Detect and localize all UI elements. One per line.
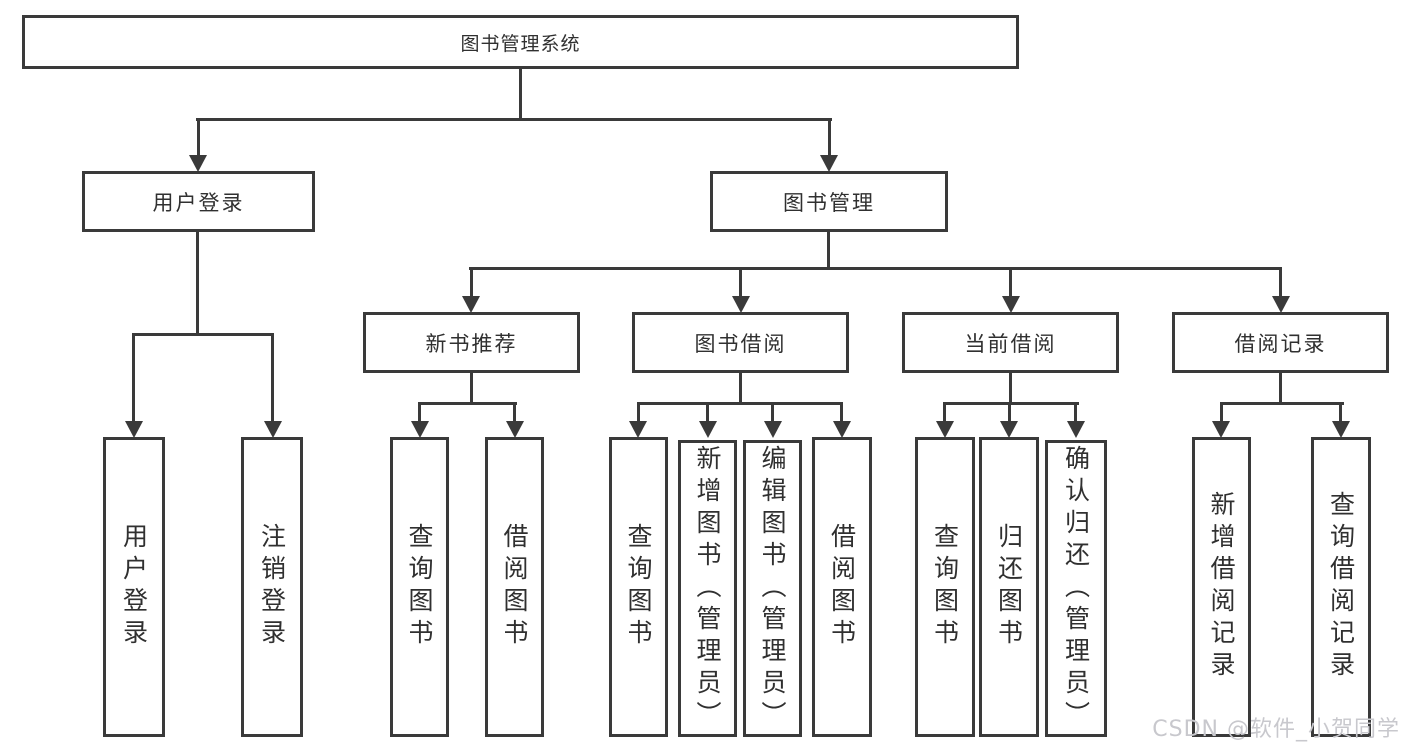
leaf-borrow-books-recommend: 借阅图书 (485, 437, 544, 737)
leaf-add-books-admin: 新增图书（管理员） (678, 440, 737, 737)
connector-line (271, 335, 274, 421)
connector-line (1074, 404, 1077, 422)
leaf-edit-books-admin: 编辑图书（管理员） (743, 440, 802, 737)
connector-line (637, 404, 640, 422)
node-new-book-recommend: 新书推荐 (363, 312, 580, 373)
connector-line (637, 402, 843, 405)
connector-line (1220, 404, 1223, 422)
connector-line (943, 402, 1079, 405)
connector-line (1009, 269, 1012, 298)
arrowhead-down-icon (1002, 296, 1020, 313)
arrowhead-down-icon (936, 421, 954, 438)
node-book-management: 图书管理 (710, 171, 948, 232)
leaf-query-books-current: 查询图书 (915, 437, 975, 737)
csdn-watermark: CSDN @软件_小贺同学 (1152, 717, 1400, 742)
connector-line (513, 404, 516, 422)
connector-line (1279, 269, 1282, 298)
connector-line (771, 404, 774, 422)
node-library-system: 图书管理系统 (22, 15, 1019, 69)
connector-line (1009, 373, 1012, 404)
connector-line (706, 404, 709, 422)
connector-line (132, 335, 135, 421)
connector-line (1339, 404, 1342, 422)
connector-line (519, 68, 522, 121)
connector-line (840, 404, 843, 422)
node-current-borrowing: 当前借阅 (902, 312, 1119, 373)
arrowhead-down-icon (1000, 421, 1018, 438)
arrowhead-down-icon (411, 421, 429, 438)
leaf-borrow-books: 借阅图书 (812, 437, 872, 737)
connector-line (739, 269, 742, 298)
arrowhead-down-icon (732, 296, 750, 313)
arrowhead-down-icon (506, 421, 524, 438)
connector-line (1220, 402, 1344, 405)
node-borrowing-records: 借阅记录 (1172, 312, 1389, 373)
leaf-user-login: 用户登录 (103, 437, 165, 737)
arrowhead-down-icon (629, 421, 647, 438)
leaf-add-borrow-record: 新增借阅记录 (1192, 437, 1251, 737)
arrowhead-down-icon (1067, 421, 1085, 438)
leaf-query-books-borrow: 查询图书 (609, 437, 668, 737)
connector-line (828, 118, 831, 157)
connector-line (827, 232, 830, 270)
arrowhead-down-icon (764, 421, 782, 438)
connector-line (739, 373, 742, 404)
connector-line (196, 118, 832, 121)
connector-line (418, 402, 517, 405)
arrowhead-down-icon (833, 421, 851, 438)
arrowhead-down-icon (699, 421, 717, 438)
arrowhead-down-icon (264, 421, 282, 438)
connector-line (196, 232, 199, 336)
node-book-borrowing: 图书借阅 (632, 312, 849, 373)
arrowhead-down-icon (820, 155, 838, 172)
arrowhead-down-icon (462, 296, 480, 313)
leaf-confirm-return-admin: 确认归还（管理员） (1045, 440, 1107, 737)
connector-line (1008, 404, 1011, 422)
connector-line (470, 269, 473, 298)
connector-line (1279, 373, 1282, 404)
leaf-query-borrow-record: 查询借阅记录 (1311, 437, 1371, 737)
leaf-return-books: 归还图书 (979, 437, 1039, 737)
arrowhead-down-icon (1272, 296, 1290, 313)
leaf-logout-login: 注销登录 (241, 437, 303, 737)
connector-line (132, 333, 274, 336)
connector-line (943, 404, 946, 422)
node-user-login: 用户登录 (82, 171, 315, 232)
connector-line (418, 404, 421, 422)
arrowhead-down-icon (189, 155, 207, 172)
connector-line (197, 118, 200, 157)
arrowhead-down-icon (1212, 421, 1230, 438)
arrowhead-down-icon (1332, 421, 1350, 438)
connector-line (470, 373, 473, 404)
leaf-query-books-recommend: 查询图书 (390, 437, 449, 737)
arrowhead-down-icon (125, 421, 143, 438)
connector-line (469, 267, 1282, 270)
